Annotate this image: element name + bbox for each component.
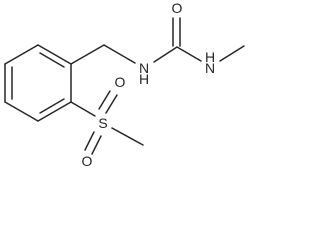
- ring-bond: [37, 101, 72, 122]
- bond-s-o-bottom-1: [84, 131, 95, 151]
- bond-s-o-top-2: [98, 90, 111, 110]
- ring-double-bond: [39, 52, 65, 68]
- ring-double-bond: [39, 98, 65, 114]
- ring-bond: [37, 44, 72, 65]
- benzene-ring: [4, 44, 72, 122]
- ring-bond: [4, 101, 39, 122]
- bond-ch2-n: [103, 44, 136, 64]
- bond-s-methyl: [111, 127, 144, 146]
- bond-s-o-bottom-2: [91, 135, 102, 155]
- bond-ring-ch2: [70, 44, 105, 65]
- bond-ring-s: [70, 101, 96, 117]
- bond-n-carbonyl-c: [153, 46, 178, 63]
- atom-label-h-right: H: [205, 49, 215, 65]
- atom-label-n-left: N: [139, 60, 149, 76]
- atom-label-o-bottom: O: [82, 153, 93, 169]
- atom-label-n-right: N: [205, 60, 215, 76]
- atom-label-h-left: H: [139, 71, 149, 87]
- bond-s-o-top-1: [105, 94, 118, 114]
- atom-label-o-carbonyl: O: [172, 0, 183, 16]
- chemical-structure: O N H N H S O O: [4, 0, 245, 169]
- bond-carbonyl-c-n: [176, 46, 202, 62]
- bond-n-methyl: [219, 45, 245, 62]
- atom-label-s: S: [98, 115, 107, 131]
- ring-bond: [4, 44, 39, 65]
- atom-label-o-top: O: [115, 74, 126, 90]
